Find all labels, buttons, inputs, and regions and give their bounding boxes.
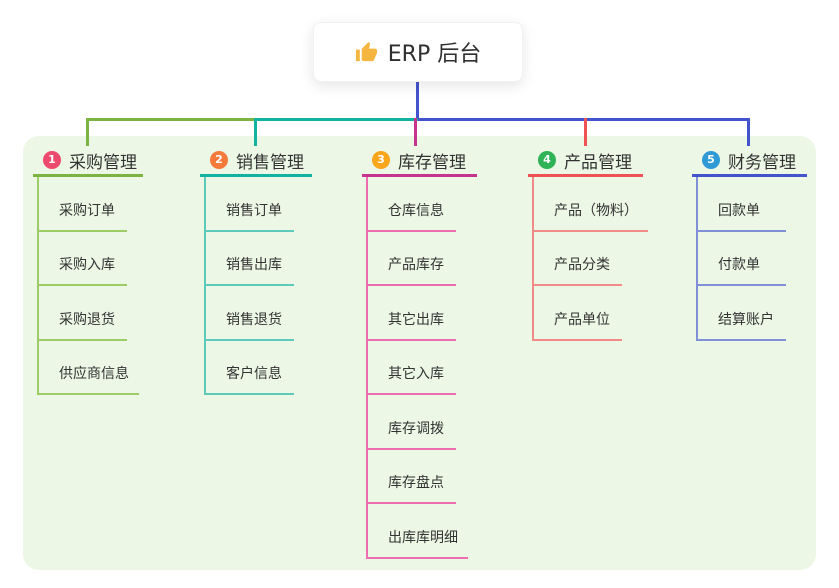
- branch-header-sales[interactable]: 2 销售管理: [200, 146, 312, 177]
- leaf-label: 供应商信息: [59, 366, 129, 382]
- root-node[interactable]: ERP 后台: [313, 22, 523, 82]
- branch-purchase: 1 采购管理 采购订单 采购入库 采购退货 供应商信息: [33, 146, 143, 395]
- leaf-label: 销售出库: [226, 257, 282, 273]
- connector-drop-finance: [747, 118, 750, 146]
- leaf-label: 采购订单: [59, 202, 115, 219]
- branch-number-badge: 4: [538, 151, 556, 169]
- leaf-node[interactable]: 产品库存: [368, 232, 456, 286]
- leaf-node[interactable]: 仓库信息: [368, 177, 456, 232]
- branch-items: 仓库信息 产品库存 其它出库 其它入库 库存调拨 库存盘点 出库库明细: [366, 177, 468, 559]
- branch-items: 销售订单 销售出库 销售退货 客户信息: [204, 177, 294, 395]
- branch-number-badge: 3: [372, 151, 390, 169]
- leaf-node[interactable]: 其它出库: [368, 286, 456, 341]
- branch-items: 采购订单 采购入库 采购退货 供应商信息: [37, 177, 139, 395]
- connector-horizontal-teal: [254, 118, 418, 121]
- branch-number-badge: 5: [702, 151, 720, 169]
- leaf-node[interactable]: 库存调拨: [368, 395, 456, 450]
- branch-title: 采购管理: [69, 152, 137, 173]
- connector-drop-product: [584, 118, 587, 146]
- branch-number-badge: 1: [43, 151, 61, 169]
- thumbs-up-icon: [355, 41, 378, 64]
- leaf-node[interactable]: 销售退货: [206, 286, 294, 341]
- leaf-label: 产品单位: [554, 311, 610, 328]
- branches-panel: [23, 136, 816, 570]
- leaf-node[interactable]: 采购入库: [39, 232, 127, 286]
- leaf-node[interactable]: 其它入库: [368, 341, 456, 395]
- branch-header-product[interactable]: 4 产品管理: [528, 146, 643, 177]
- branch-header-purchase[interactable]: 1 采购管理: [33, 146, 143, 177]
- branch-finance: 5 财务管理 回款单 付款单 结算账户: [692, 146, 807, 341]
- leaf-node[interactable]: 出库库明细: [368, 504, 468, 559]
- leaf-node[interactable]: 产品分类: [534, 232, 622, 286]
- leaf-node[interactable]: 采购订单: [39, 177, 127, 232]
- connector-drop-purchase: [86, 118, 89, 146]
- leaf-label: 客户信息: [226, 366, 282, 382]
- leaf-node[interactable]: 产品（物料）: [534, 177, 648, 232]
- leaf-node[interactable]: 客户信息: [206, 341, 294, 395]
- connector-drop-sales: [254, 118, 257, 146]
- leaf-label: 其它出库: [388, 311, 444, 328]
- leaf-label: 付款单: [718, 257, 760, 273]
- branch-items: 回款单 付款单 结算账户: [696, 177, 786, 341]
- leaf-label: 出库库明细: [388, 529, 458, 546]
- leaf-label: 仓库信息: [388, 202, 444, 219]
- leaf-label: 其它入库: [388, 366, 444, 382]
- branch-product: 4 产品管理 产品（物料） 产品分类 产品单位: [528, 146, 648, 341]
- leaf-label: 库存盘点: [388, 475, 444, 491]
- leaf-node[interactable]: 回款单: [698, 177, 786, 232]
- branch-title: 财务管理: [728, 152, 796, 173]
- leaf-label: 库存调拨: [388, 420, 444, 437]
- connector-horizontal-green: [86, 118, 254, 121]
- connector-root-vertical: [416, 81, 419, 121]
- leaf-node[interactable]: 销售出库: [206, 232, 294, 286]
- leaf-label: 产品分类: [554, 257, 610, 273]
- connector-drop-inventory: [414, 118, 417, 146]
- leaf-node[interactable]: 结算账户: [698, 286, 786, 341]
- leaf-node[interactable]: 产品单位: [534, 286, 622, 341]
- branch-number-badge: 2: [210, 151, 228, 169]
- leaf-label: 结算账户: [718, 311, 774, 328]
- branch-title: 产品管理: [564, 152, 632, 173]
- leaf-node[interactable]: 付款单: [698, 232, 786, 286]
- leaf-node[interactable]: 库存盘点: [368, 450, 456, 504]
- leaf-label: 采购入库: [59, 257, 115, 273]
- leaf-label: 回款单: [718, 202, 760, 219]
- branch-title: 销售管理: [236, 152, 304, 173]
- leaf-node[interactable]: 采购退货: [39, 286, 127, 341]
- branch-sales: 2 销售管理 销售订单 销售出库 销售退货 客户信息: [200, 146, 312, 395]
- leaf-label: 销售订单: [226, 202, 282, 219]
- branch-title: 库存管理: [398, 152, 466, 173]
- branch-header-finance[interactable]: 5 财务管理: [692, 146, 807, 177]
- branch-header-inventory[interactable]: 3 库存管理: [362, 146, 477, 177]
- branch-items: 产品（物料） 产品分类 产品单位: [532, 177, 648, 341]
- branch-inventory: 3 库存管理 仓库信息 产品库存 其它出库 其它入库 库存调拨 库存盘点 出库库…: [362, 146, 477, 559]
- leaf-label: 产品库存: [388, 257, 444, 273]
- root-title: ERP 后台: [387, 42, 482, 67]
- leaf-label: 采购退货: [59, 311, 115, 328]
- leaf-node[interactable]: 销售订单: [206, 177, 294, 232]
- leaf-node[interactable]: 供应商信息: [39, 341, 139, 395]
- leaf-label: 产品（物料）: [554, 202, 638, 219]
- leaf-label: 销售退货: [226, 311, 282, 328]
